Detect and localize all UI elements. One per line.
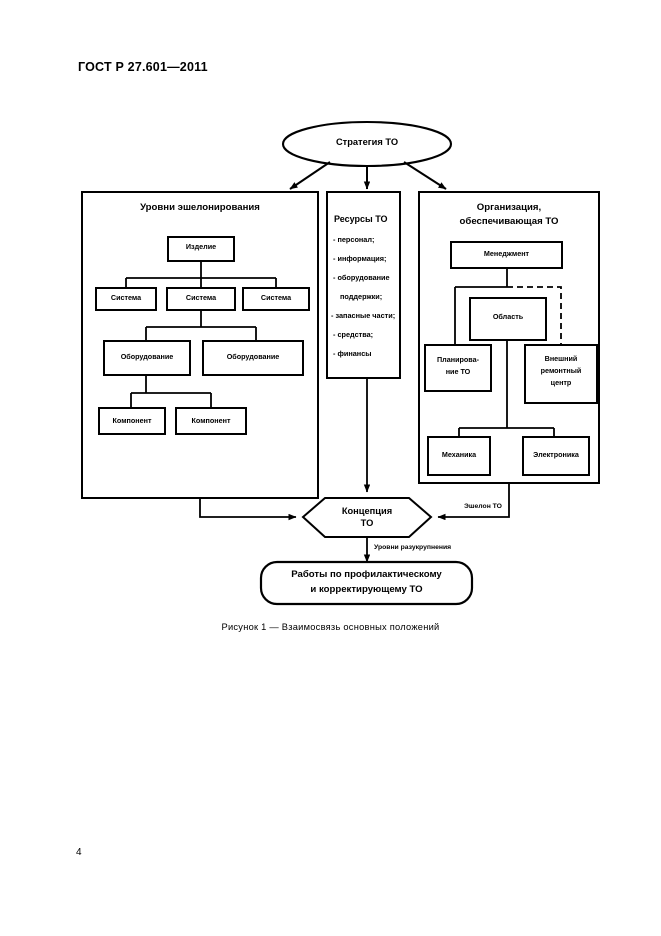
- node-external-center-box: [524, 344, 598, 404]
- node-product-box: [167, 236, 235, 262]
- node-equipment-1-box: [103, 340, 191, 376]
- edge-management-to-external-dashed: [507, 286, 562, 345]
- figure-caption: Рисунок 1 — Взаимосвязь основных положен…: [221, 622, 440, 632]
- node-system-2-box: [166, 287, 236, 311]
- node-area-box: [469, 297, 547, 341]
- concept-hexagon: [301, 497, 433, 538]
- strategy-ellipse: [281, 120, 453, 168]
- node-management-box: [450, 241, 563, 269]
- node-mechanics-box: [427, 436, 491, 476]
- node-planning-box: [424, 344, 492, 392]
- node-component-2-box: [175, 407, 247, 435]
- arrow-strategy-to-organization: [403, 161, 447, 190]
- document-header-standard-number: ГОСТ Р 27.601—2011: [78, 60, 208, 74]
- node-system-3-box: [242, 287, 310, 311]
- node-system-1-box: [95, 287, 157, 311]
- page-number: 4: [76, 847, 82, 858]
- node-electronics-box: [522, 436, 590, 476]
- node-equipment-2-box: [202, 340, 304, 376]
- panel-resources-box: [326, 191, 401, 379]
- arrow-strategy-to-levels: [289, 161, 331, 190]
- edge-organization-panel-to-concept: [437, 483, 510, 521]
- edge-levels-panel-to-concept: [199, 498, 297, 521]
- works-rounded-box: [259, 560, 474, 606]
- node-component-1-box: [98, 407, 166, 435]
